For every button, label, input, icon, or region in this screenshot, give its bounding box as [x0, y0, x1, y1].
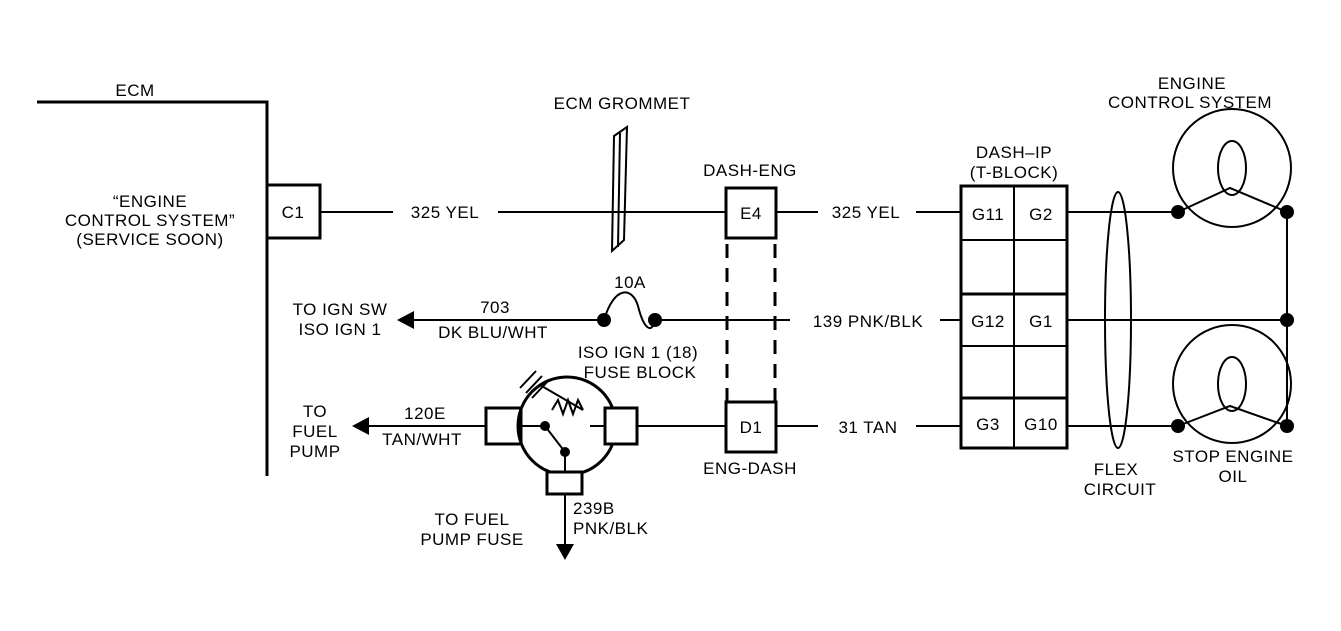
wire-120e-number: 120E [404, 404, 446, 423]
t-block-pin-g12: G12 [971, 312, 1005, 331]
fuse-block-line1: ISO IGN 1 (18) [578, 343, 698, 362]
stop-engine-oil-lamp-terminal-right [1280, 419, 1294, 433]
stop-engine-oil-lamp-label-line1: STOP ENGINE [1172, 447, 1293, 466]
t-block-pin-g10: G10 [1024, 415, 1058, 434]
ecm-lamp-label-line2: CONTROL SYSTEM” [65, 211, 235, 230]
engine-control-lamp-leads [1177, 186, 1288, 213]
stop-engine-oil-lamp [1172, 324, 1292, 444]
ecm-title: ECM [115, 81, 154, 100]
fuel-pump-label-line2: FUEL [292, 422, 337, 441]
flex-circuit-label-line1: FLEX [1094, 460, 1139, 479]
wire-239b-color: PNK/BLK [573, 519, 648, 538]
ecm-grommet [610, 125, 629, 254]
stop-engine-oil-lamp-filament [1217, 356, 1247, 412]
flex-circuit [1104, 191, 1132, 449]
eng-dash-label: ENG-DASH [703, 459, 797, 478]
dash-eng-pin-d1-label: D1 [740, 418, 763, 437]
wire-325-left-label: 325 YEL [411, 203, 479, 222]
t-block-pin-g2: G2 [1029, 205, 1053, 224]
ecm-lamp-label-line1: “ENGINE [113, 192, 187, 211]
dash-eng-pin-d1 [724, 400, 778, 454]
wire-139-label: 139 PNK/BLK [813, 312, 924, 331]
flex-circuit-label-line2: CIRCUIT [1084, 480, 1156, 499]
t-block-pin-g3: G3 [976, 415, 1000, 434]
switch-pressure-hatch-3 [531, 380, 549, 399]
dash-eng-label: DASH-ENG [703, 161, 797, 180]
fuse-10a [603, 291, 656, 330]
engine-control-lamp-filament [1217, 140, 1247, 196]
switch-pressure-hatch-1 [519, 370, 537, 389]
wire-703-color: DK BLU/WHT [438, 323, 548, 342]
switch-connector-left [484, 406, 523, 446]
fuel-pump-label-line3: PUMP [289, 442, 340, 461]
stop-engine-oil-lamp-leads [1177, 404, 1288, 427]
engine-control-lamp [1172, 108, 1292, 228]
fuse-rating: 10A [614, 273, 646, 292]
wire-239b-number: 239B [573, 499, 615, 518]
wire-703-number: 703 [480, 298, 510, 317]
ecm-connector-c1-label: C1 [282, 203, 305, 222]
ecm-connector-c1 [265, 183, 322, 240]
fuel-pump-fuse-arrow [556, 544, 574, 560]
switch-connector-right [603, 406, 639, 446]
fuel-pump-arrow [352, 417, 369, 435]
switch-pressure-hatch-2 [525, 375, 543, 394]
lamp-common-bus-junction [1280, 313, 1294, 327]
fuel-pump-fuse-label-line2: PUMP FUSE [420, 530, 523, 549]
grommet-label: ECM GROMMET [554, 94, 691, 113]
wire-120e-color: TAN/WHT [382, 430, 462, 449]
fuse-block-line2: FUSE BLOCK [584, 363, 697, 382]
fuel-pump-label-line1: TO [303, 402, 327, 421]
switch-contact-bottom [560, 447, 570, 457]
ecm-lamp-label-line3: (SERVICE SOON) [76, 230, 223, 249]
engine-control-lamp-label-line1: ENGINE [1158, 74, 1226, 93]
ign-sw-label-line1: TO IGN SW [293, 300, 388, 319]
t-block-pin-g1: G1 [1029, 312, 1053, 331]
ecm-outline [37, 100, 269, 476]
ign-sw-arrow [397, 311, 414, 329]
grommet-inner-line [617, 132, 621, 248]
switch-connector-bottom [545, 470, 584, 496]
wire-325-right-label: 325 YEL [832, 203, 900, 222]
dash-ip-label-line2: (T-BLOCK) [970, 163, 1059, 182]
stop-engine-oil-lamp-label-line2: OIL [1219, 467, 1248, 486]
dash-eng-pin-e4-label: E4 [740, 204, 762, 223]
fuel-pump-fuse-label-line1: TO FUEL [435, 510, 510, 529]
engine-control-lamp-label-line2: CONTROL SYSTEM [1108, 93, 1272, 112]
ign-sw-label-line2: ISO IGN 1 [299, 320, 382, 339]
switch-spring [551, 397, 584, 417]
engine-control-lamp-terminal-left [1171, 205, 1185, 219]
wire-31-label: 31 TAN [838, 418, 897, 437]
dash-eng-pin-e4 [724, 186, 778, 240]
t-block-pin-g11: G11 [972, 205, 1004, 224]
stop-engine-oil-lamp-terminal-left [1171, 419, 1185, 433]
dash-ip-label-line1: DASH–IP [976, 143, 1052, 162]
switch-arm [539, 384, 584, 411]
switch-blade [544, 425, 566, 453]
